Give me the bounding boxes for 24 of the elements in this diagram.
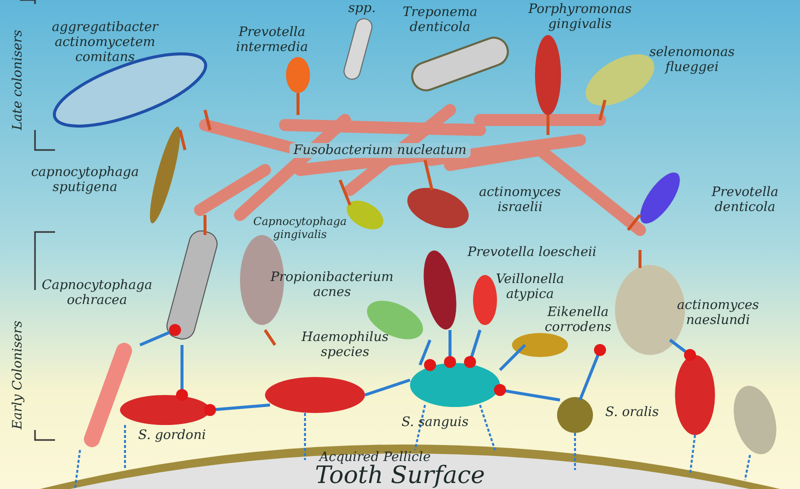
species-label: Porphyromonas gingivalis [527,2,633,32]
species-label: Prevotella loescheii [466,245,598,260]
species-label: capnocytophaga sputigena [30,165,140,195]
species-label: Prevotella intermedia [235,25,309,55]
species-label: S. oralis [604,405,660,420]
section-label: Early Colonisers [10,320,26,430]
species-label: spp. [347,1,377,16]
species-label: Capnocytophaga gingivalis [252,215,348,241]
species-label: S. gordoni [137,428,207,443]
species-label: Haemophilus species [300,330,390,360]
species-label: Eikenella corrodens [544,305,612,335]
species-label: actinomyces israelii [478,185,562,215]
species-label: Fusobacterium nucleatum [290,143,470,158]
species-label: actinomyces naeslundi [676,298,760,328]
section-label: Late colonisers [10,30,26,130]
species-label: Capnocytophaga ochracea [40,278,154,308]
species-label: Acquired Pellicle [318,450,431,465]
species-label: Prevotella denticola [710,185,780,215]
species-label: Treponema denticola [402,5,478,35]
species-label: aggregatibacter actinomycetem comitans [50,20,160,65]
species-label: selenomonas flueggei [648,45,736,75]
species-label: S. sanguis [400,415,470,430]
species-label: Propionibacterium acnes [269,270,394,300]
species-label: Veillonella atypica [494,272,566,302]
